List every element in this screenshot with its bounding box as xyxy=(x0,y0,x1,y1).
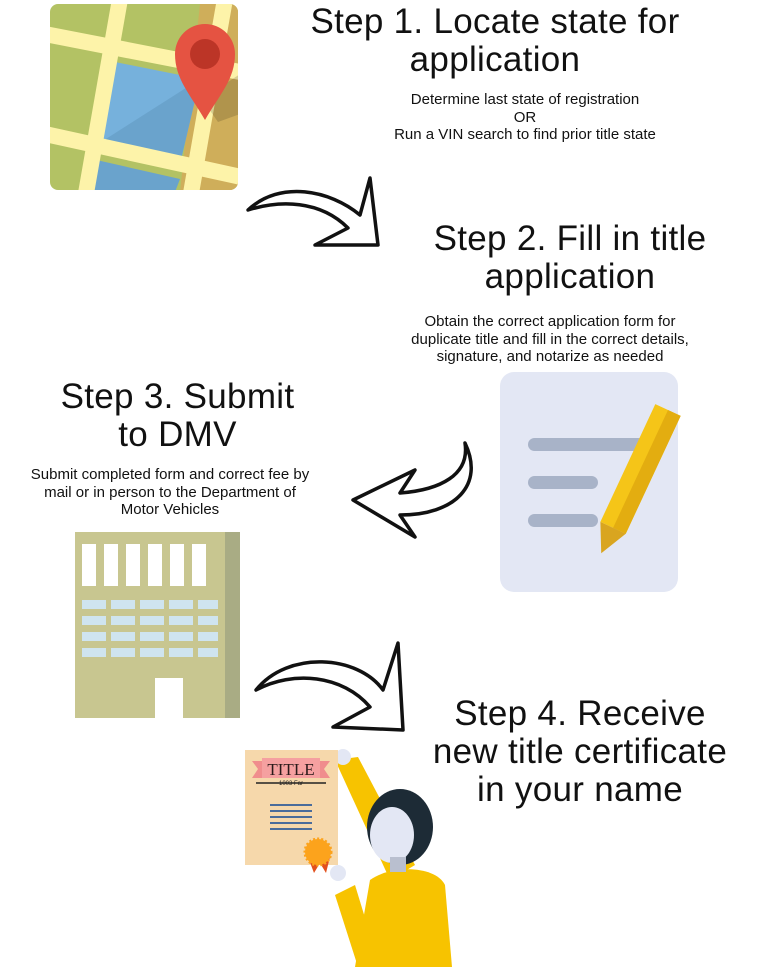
step-1-description-line: Determine last state of registration xyxy=(410,91,640,108)
step-3-description-line: Submit completed form and correct fee by xyxy=(30,466,310,483)
step-2-description-line: duplicate title and fill in the correct … xyxy=(411,330,689,348)
step-2-description-line: signature, and notarize as needed xyxy=(436,348,664,365)
title-certificate-icon: TITLE 1003 Far xyxy=(245,749,452,967)
step-1-title: Step 1. Locate state for application xyxy=(250,3,740,79)
step-4-title: Step 4. Receive new title certificate in… xyxy=(385,695,768,809)
curved-arrow-icon xyxy=(246,176,380,247)
step-2-description: Obtain the correct application form for … xyxy=(360,313,740,366)
step-4-title-line: in your name xyxy=(477,770,683,809)
step-1-title-line: Step 1. Locate state for xyxy=(310,2,680,41)
step-4-title-line: Step 4. Receive xyxy=(454,694,706,733)
step-3-title: Step 3. Submit to DMV xyxy=(10,378,345,454)
certificate-heading: TITLE xyxy=(267,760,314,779)
step-2-title-line: application xyxy=(484,257,656,296)
step-4-title-line: new title certificate xyxy=(432,732,728,771)
step-3-description: Submit completed form and correct fee by… xyxy=(0,466,340,519)
step-2-description-line: Obtain the correct application form for xyxy=(424,313,676,330)
document-pencil-icon xyxy=(500,372,681,592)
step-3-description-line: Motor Vehicles xyxy=(120,501,220,518)
curved-arrow-icon xyxy=(254,641,405,732)
step-1-description-line: OR xyxy=(513,108,537,126)
step-1-description: Determine last state of registration OR … xyxy=(345,91,705,144)
step-3-title-line: to DMV xyxy=(118,415,237,454)
building-icon xyxy=(75,532,240,718)
map-pin-icon xyxy=(50,4,238,190)
step-1-description-line: Run a VIN search to find prior title sta… xyxy=(394,126,656,143)
step-2-title: Step 2. Fill in title application xyxy=(370,220,768,296)
step-2-title-line: Step 2. Fill in title xyxy=(433,219,707,258)
step-1-title-line: application xyxy=(409,40,581,79)
curved-arrow-icon xyxy=(351,441,473,539)
certificate-subtext: 1003 Far xyxy=(279,781,303,787)
step-3-title-line: Step 3. Submit xyxy=(60,377,295,416)
step-3-description-line: mail or in person to the Department of xyxy=(44,483,296,501)
